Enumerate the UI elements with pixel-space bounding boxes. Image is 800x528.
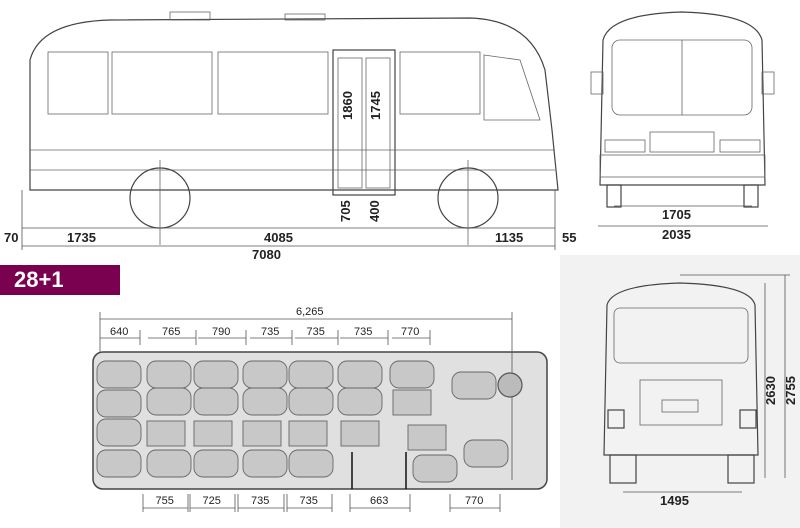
seat-pitch-label: 725 [203,495,221,507]
rear-track-label: 1495 [660,493,689,508]
rear-view-background [560,255,800,528]
passenger-seat [242,449,288,478]
seat-pitch-label: 770 [401,326,419,338]
passenger-seat [337,360,383,389]
front-view: 1705 2035 [590,11,775,242]
seat-pitch-label: 765 [162,326,180,338]
passenger-seat [193,360,239,389]
seat-pitch-label: 640 [110,326,128,338]
passenger-seat [242,360,288,389]
door-opening-height-label: 1745 [368,91,383,120]
front-offset-label: 70 [4,230,18,245]
folding-seat [193,420,233,447]
seating-capacity-badge: 28+1 [0,265,120,295]
rear-offset-label: 55 [562,230,576,245]
seat-pitch-label: 735 [307,326,325,338]
overall-height-label: 2755 [783,376,798,405]
interior-length-label: 6,265 [296,306,324,318]
passenger-seat [96,449,142,478]
passenger-seat [146,449,192,478]
passenger-seat [96,389,142,418]
seat-pitch-label: 735 [261,326,279,338]
steering-wheel-icon [497,372,523,398]
folding-seat [146,420,186,447]
seat-pitch-label: 770 [465,495,483,507]
overall-length-label: 7080 [252,247,281,262]
passenger-seat [193,449,239,478]
passenger-seat [146,360,192,389]
passenger-seat [389,360,435,389]
passenger-seat [288,449,334,478]
passenger-seat [337,387,383,416]
floor-height-label: 705 [338,200,353,222]
seat-pitch-label: 755 [156,495,174,507]
folding-seat [340,420,380,447]
seat-pitch-label: 735 [251,495,269,507]
passenger-seat [193,387,239,416]
passenger-seat [146,387,192,416]
front-overhang-label: 1735 [67,230,96,245]
passenger-seat [463,439,509,468]
side-view: 1860 1745 705 400 70 1735 4085 1135 55 7… [4,11,576,262]
passenger-seat [288,360,334,389]
seat-pitch-label: 790 [212,326,230,338]
folding-seat [392,389,432,416]
rear-overhang-label: 1135 [495,230,523,245]
floor-plan: 6,265 640 765 790 735 735 735 770 755 725 735 735 6… [92,306,548,512]
seat-pitch-label: 735 [300,495,318,507]
front-track-label: 1705 [662,207,691,222]
passenger-seat [96,360,142,389]
passenger-seat [242,387,288,416]
step-height-label: 400 [367,200,382,222]
seat-pitch-label: 735 [354,326,372,338]
rear-view: 1495 2630 2755 [603,274,798,508]
passenger-seat [412,454,458,483]
body-height-label: 2630 [763,376,778,405]
folding-seat [288,420,328,447]
seat-pitch-label: 663 [370,495,388,507]
door-height-label: 1860 [340,91,355,120]
overall-width-label: 2035 [662,227,691,242]
folding-seat [242,420,282,447]
folding-seat [407,424,447,451]
wheelbase-label: 4085 [264,230,293,245]
passenger-seat [288,387,334,416]
passenger-seat [96,418,142,447]
passenger-seat [451,371,497,400]
